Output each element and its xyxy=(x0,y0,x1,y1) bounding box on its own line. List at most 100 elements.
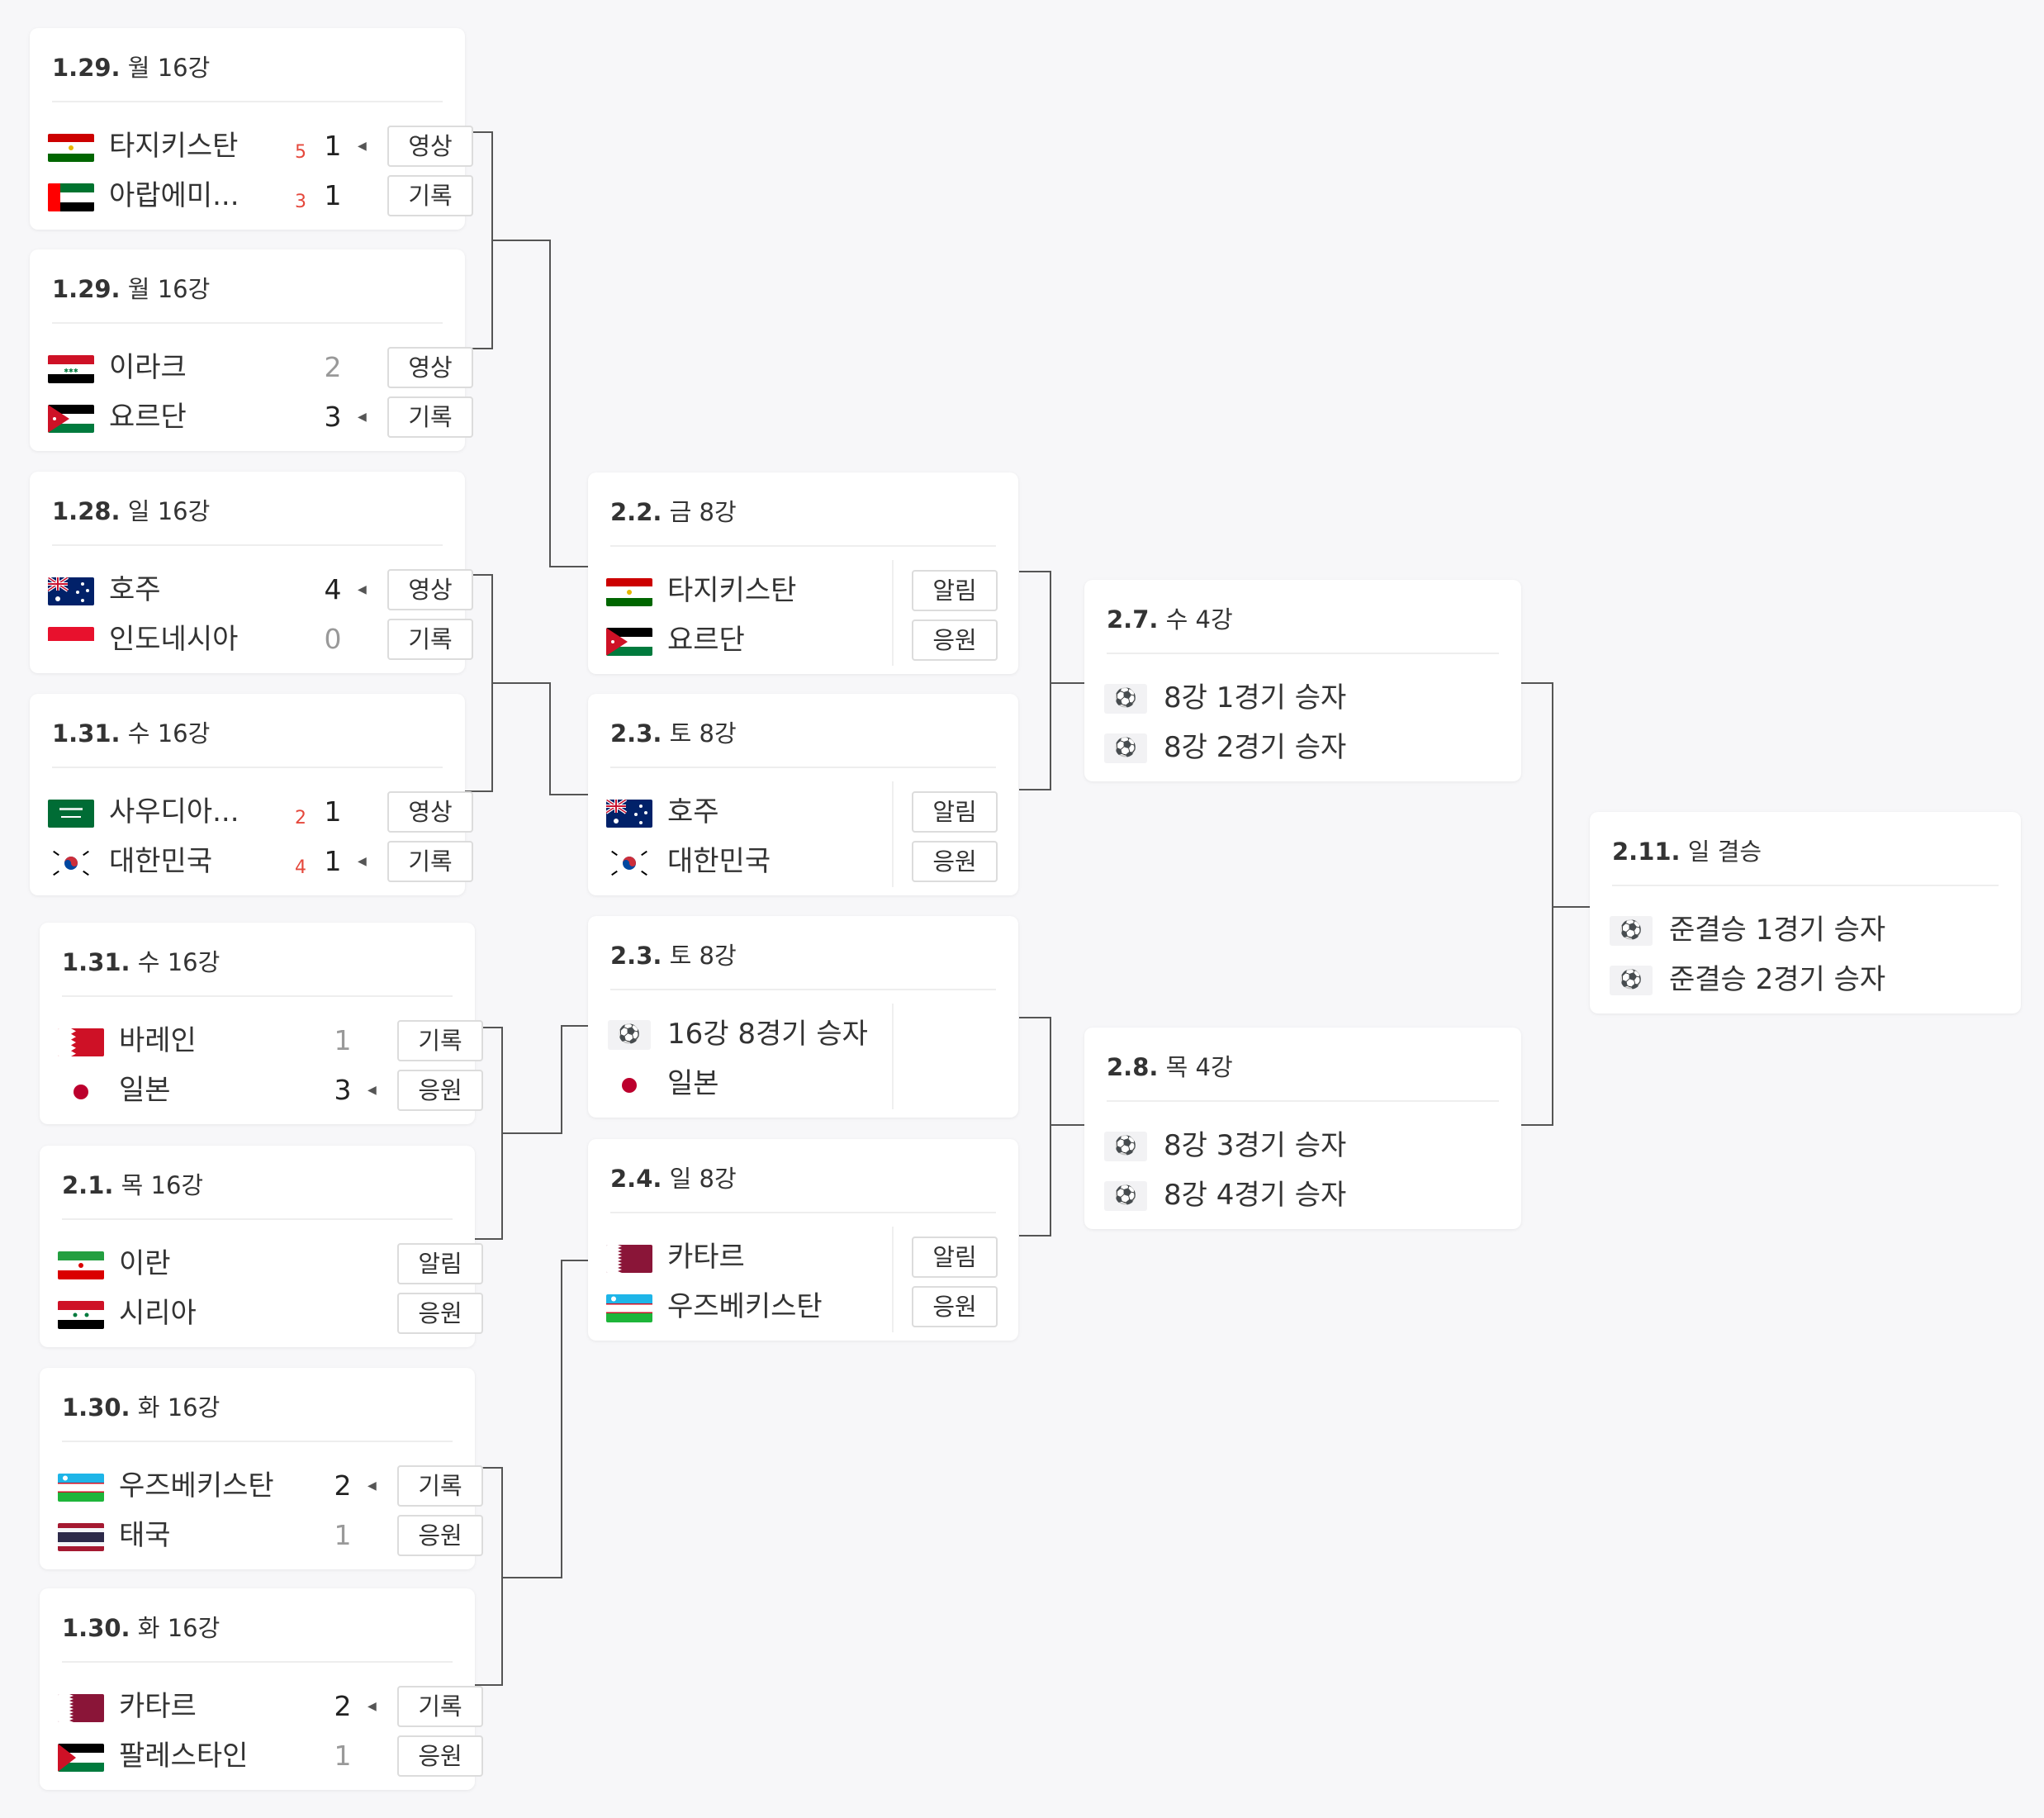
team-name[interactable]: 태국 xyxy=(119,1519,171,1552)
team-name[interactable]: 일본 xyxy=(119,1074,171,1107)
action-button[interactable]: 응원 xyxy=(912,619,998,661)
match-card[interactable]: 2.11. 일 결승⚽준결승 1경기 승자⚽준결승 2경기 승자 xyxy=(1590,812,2021,1013)
action-button[interactable]: 알림 xyxy=(397,1243,483,1284)
action-button[interactable]: 알림 xyxy=(912,1237,998,1278)
team-name[interactable]: 준결승 1경기 승자 xyxy=(1669,914,1886,947)
team-name[interactable]: 타지키스탄 xyxy=(109,130,239,163)
team-name[interactable]: 일본 xyxy=(667,1067,719,1100)
team-score: 1 xyxy=(324,845,342,877)
team-row[interactable]: 카타르 알림 xyxy=(588,1233,1018,1281)
action-button[interactable]: 응원 xyxy=(397,1735,483,1777)
team-row[interactable]: ⚽16강 8경기 승자 xyxy=(588,1010,1018,1058)
team-row[interactable]: 대한민국 응원 xyxy=(588,838,1018,885)
action-button[interactable]: 응원 xyxy=(397,1070,483,1111)
team-row[interactable]: 타지키스탄 알림 xyxy=(588,567,1018,615)
action-button[interactable]: 영상 xyxy=(387,126,473,167)
team-name[interactable]: 시리아 xyxy=(119,1297,197,1330)
team-name[interactable]: 카타르 xyxy=(667,1241,745,1274)
team-name[interactable]: 우즈베키스탄 xyxy=(667,1290,823,1323)
team-name[interactable]: 팔레스타인 xyxy=(119,1740,249,1773)
team-name[interactable]: 아랍에미... xyxy=(109,179,239,212)
team-name[interactable]: 대한민국 xyxy=(667,845,771,878)
action-button[interactable]: 기록 xyxy=(387,619,473,660)
team-row[interactable]: ⚽8강 1경기 승자 xyxy=(1084,674,1521,722)
team-name[interactable]: 바레인 xyxy=(119,1024,197,1057)
team-row[interactable]: 요르단 응원 xyxy=(588,616,1018,664)
action-button[interactable]: 기록 xyxy=(387,841,473,882)
team-name[interactable]: 요르단 xyxy=(667,624,745,657)
match-card[interactable]: 2.7. 수 4강⚽8강 1경기 승자⚽8강 2경기 승자 xyxy=(1084,580,1521,781)
action-button[interactable]: 응원 xyxy=(912,841,998,882)
team-row[interactable]: ⚽8강 2경기 승자 xyxy=(1084,724,1521,771)
team-row[interactable]: 시리아 응원 xyxy=(40,1289,483,1337)
team-name[interactable]: 인도네시아 xyxy=(109,623,239,656)
team-name[interactable]: 우즈베키스탄 xyxy=(119,1469,274,1502)
action-button[interactable]: 기록 xyxy=(387,175,473,216)
team-name[interactable]: 호주 xyxy=(667,795,719,828)
team-row[interactable]: ⚽8강 4경기 승자 xyxy=(1084,1171,1521,1219)
action-button[interactable]: 기록 xyxy=(397,1020,483,1061)
team-row[interactable]: 일본 xyxy=(588,1060,1018,1108)
action-button[interactable]: 응원 xyxy=(912,1286,998,1327)
team-name[interactable]: 카타르 xyxy=(119,1690,197,1723)
team-name[interactable]: 타지키스탄 xyxy=(667,574,797,607)
team-name[interactable]: 8강 2경기 승자 xyxy=(1164,731,1347,764)
action-button[interactable]: 기록 xyxy=(387,396,473,438)
team-name[interactable]: 8강 3경기 승자 xyxy=(1164,1129,1347,1162)
team-row[interactable]: 호주 알림 xyxy=(588,788,1018,836)
team-row[interactable]: ⚽준결승 1경기 승자 xyxy=(1590,906,2021,954)
team-name[interactable]: 준결승 2경기 승자 xyxy=(1669,963,1886,996)
match-header: 2.2. 금 8강 xyxy=(610,472,996,547)
action-button[interactable]: 영상 xyxy=(387,569,473,610)
team-name[interactable]: 호주 xyxy=(109,573,161,606)
action-button[interactable]: 기록 xyxy=(397,1465,483,1507)
action-button[interactable]: 기록 xyxy=(397,1686,483,1727)
action-button[interactable]: 응원 xyxy=(397,1515,483,1556)
team-name[interactable]: 8강 1경기 승자 xyxy=(1164,681,1347,714)
team-name[interactable]: 요르단 xyxy=(109,401,187,434)
team-name[interactable]: 이란 xyxy=(119,1247,171,1280)
team-row[interactable]: ⚽8강 3경기 승자 xyxy=(1084,1122,1521,1170)
action-button[interactable]: 응원 xyxy=(397,1293,483,1334)
team-name[interactable]: 대한민국 xyxy=(109,845,213,878)
action-button[interactable]: 영상 xyxy=(387,791,473,833)
action-button[interactable]: 알림 xyxy=(912,570,998,611)
team-name[interactable]: 사우디아... xyxy=(109,795,239,828)
action-button[interactable]: 알림 xyxy=(912,791,998,833)
team-name[interactable]: 8강 4경기 승자 xyxy=(1164,1179,1347,1212)
team-row[interactable]: 우즈베키스탄 응원 xyxy=(588,1283,1018,1331)
team-name[interactable]: 16강 8경기 승자 xyxy=(667,1018,868,1051)
team-row[interactable]: 이란 알림 xyxy=(40,1240,483,1288)
team-row[interactable]: ⚽준결승 2경기 승자 xyxy=(1590,956,2021,1004)
team-name[interactable]: 이라크 xyxy=(109,351,187,384)
match-card[interactable]: 2.8. 목 4강⚽8강 3경기 승자⚽8강 4경기 승자 xyxy=(1084,1028,1521,1229)
match-day-round: 목 4강 xyxy=(1165,1053,1233,1081)
action-button[interactable]: 영상 xyxy=(387,347,473,388)
